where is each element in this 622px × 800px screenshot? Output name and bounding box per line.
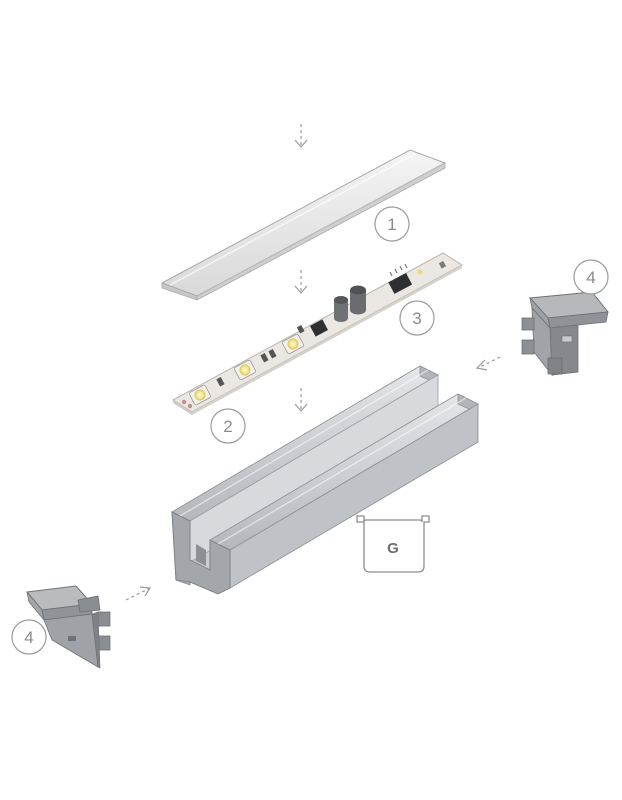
callout-diffuser: 1	[374, 206, 410, 242]
arrow-left-right-cap	[475, 356, 501, 371]
profile-type-label: G	[387, 540, 399, 557]
svg-text:4: 4	[586, 268, 595, 287]
callout-led-strip: 2	[210, 408, 246, 444]
callout-end-cap-left: 4	[11, 619, 47, 655]
aluminium-profile	[171, 365, 479, 595]
arrow-down-middle	[294, 270, 308, 294]
profile-cross-section-icon	[356, 515, 430, 573]
callout-end-cap-right: 4	[573, 259, 609, 295]
led-chip	[282, 333, 304, 355]
arrow-down-bottom	[294, 388, 308, 412]
svg-text:1: 1	[387, 215, 396, 234]
end-cap-left	[26, 585, 111, 669]
end-cap-right	[521, 291, 609, 377]
arrow-right-left-cap	[125, 586, 152, 601]
svg-text:2: 2	[223, 417, 232, 436]
sensor-module	[310, 263, 413, 337]
svg-text:4: 4	[24, 628, 33, 647]
callout-sensor-module: 3	[399, 300, 435, 336]
solder-pad-icon	[181, 399, 187, 405]
arrow-down-top	[294, 124, 308, 148]
svg-text:3: 3	[412, 309, 421, 328]
led-chip	[234, 359, 256, 381]
diffuser-cover	[160, 149, 447, 301]
led-chip	[189, 384, 211, 406]
